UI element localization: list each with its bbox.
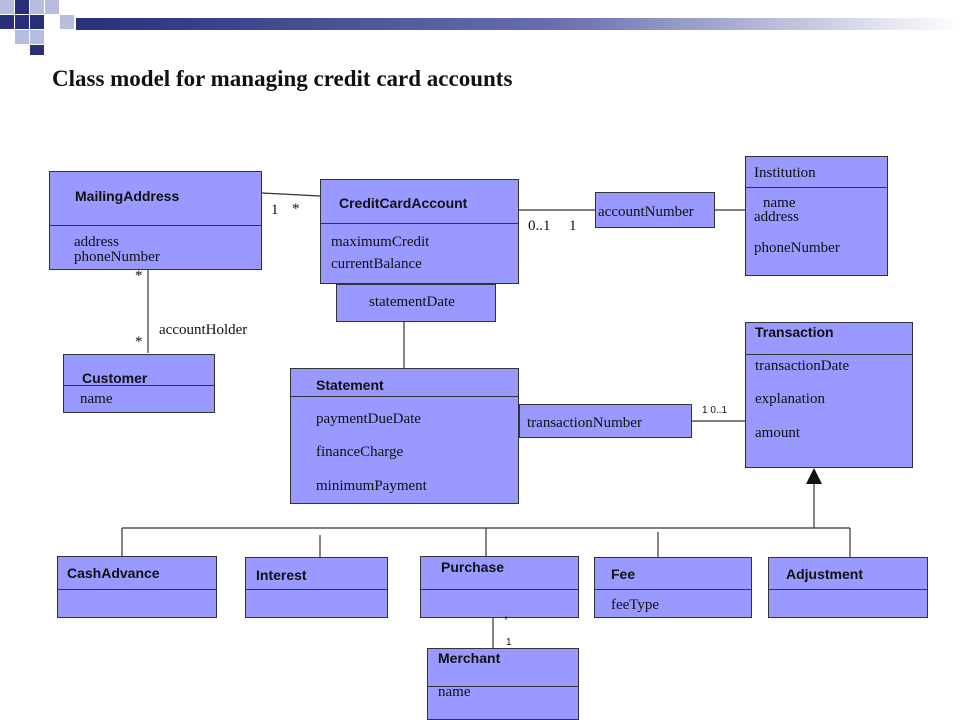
class-customer[interactable]: Customer name <box>63 354 215 413</box>
attribute: amount <box>755 425 800 441</box>
class-merchant[interactable]: Merchant name <box>427 648 579 720</box>
attribute: accountNumber <box>598 204 694 220</box>
multiplicity-label: * <box>135 268 143 284</box>
association-label-account-holder: accountHolder <box>159 322 248 338</box>
class-mailing-address[interactable]: MailingAddress address phoneNumber <box>49 171 262 270</box>
attribute: address <box>74 234 119 250</box>
multiplicity-label: 1 <box>569 218 577 234</box>
attribute: name <box>80 391 113 407</box>
qualifier-account-number[interactable]: accountNumber <box>595 192 715 228</box>
class-name: Transaction <box>755 324 834 340</box>
class-institution[interactable]: Institution name address phoneNumber <box>745 156 888 276</box>
class-name: Institution <box>754 165 816 181</box>
attribute: minimumPayment <box>316 478 427 494</box>
attribute: financeCharge <box>316 444 404 460</box>
class-name: Interest <box>256 567 307 583</box>
class-name: Adjustment <box>786 566 863 582</box>
attribute: currentBalance <box>331 256 422 272</box>
attribute: transactionNumber <box>527 415 642 431</box>
class-name: CreditCardAccount <box>339 195 468 211</box>
multiplicity-label: * <box>135 334 143 350</box>
class-cash-advance[interactable]: CashAdvance <box>57 556 217 618</box>
class-name: Fee <box>611 566 636 582</box>
attribute: statementDate <box>369 294 455 310</box>
multiplicity-label: 0..1 <box>528 218 551 234</box>
class-transaction[interactable]: Transaction transactionDate explanation … <box>745 322 913 468</box>
multiplicity-label: 1 0..1 <box>702 405 728 416</box>
class-fee[interactable]: Fee feeType <box>594 557 752 618</box>
class-credit-card-account[interactable]: CreditCardAccount maximumCredit currentB… <box>320 179 519 284</box>
attribute: address <box>754 209 799 225</box>
class-name: Merchant <box>438 650 501 666</box>
multiplicity-label: 1 <box>506 637 512 648</box>
attribute: name <box>763 195 796 211</box>
class-name: MailingAddress <box>75 188 180 204</box>
qualifier-transaction-number[interactable]: transactionNumber <box>519 404 692 438</box>
class-interest[interactable]: Interest <box>245 557 388 618</box>
class-name: Statement <box>316 377 384 393</box>
class-adjustment[interactable]: Adjustment <box>768 557 928 618</box>
attribute: transactionDate <box>755 358 850 374</box>
class-purchase[interactable]: Purchase <box>420 556 579 618</box>
class-name: CashAdvance <box>67 565 160 581</box>
class-statement[interactable]: Statement paymentDueDate financeCharge m… <box>290 368 519 504</box>
header-decoration <box>0 0 960 55</box>
class-name: Customer <box>82 370 148 386</box>
class-name: Purchase <box>441 559 505 575</box>
attribute: feeType <box>611 597 660 613</box>
attribute: explanation <box>755 391 825 407</box>
attribute: name <box>438 684 471 700</box>
multiplicity-label: 1 <box>271 202 279 218</box>
qualifier-statement-date[interactable]: statementDate <box>336 284 496 322</box>
multiplicity-label: * <box>504 615 508 626</box>
page-title: Class model for managing credit card acc… <box>52 66 513 91</box>
attribute: paymentDueDate <box>316 411 421 427</box>
attribute: phoneNumber <box>74 249 160 265</box>
multiplicity-label: * <box>292 201 300 217</box>
attribute: phoneNumber <box>754 240 840 256</box>
attribute: maximumCredit <box>331 234 430 250</box>
